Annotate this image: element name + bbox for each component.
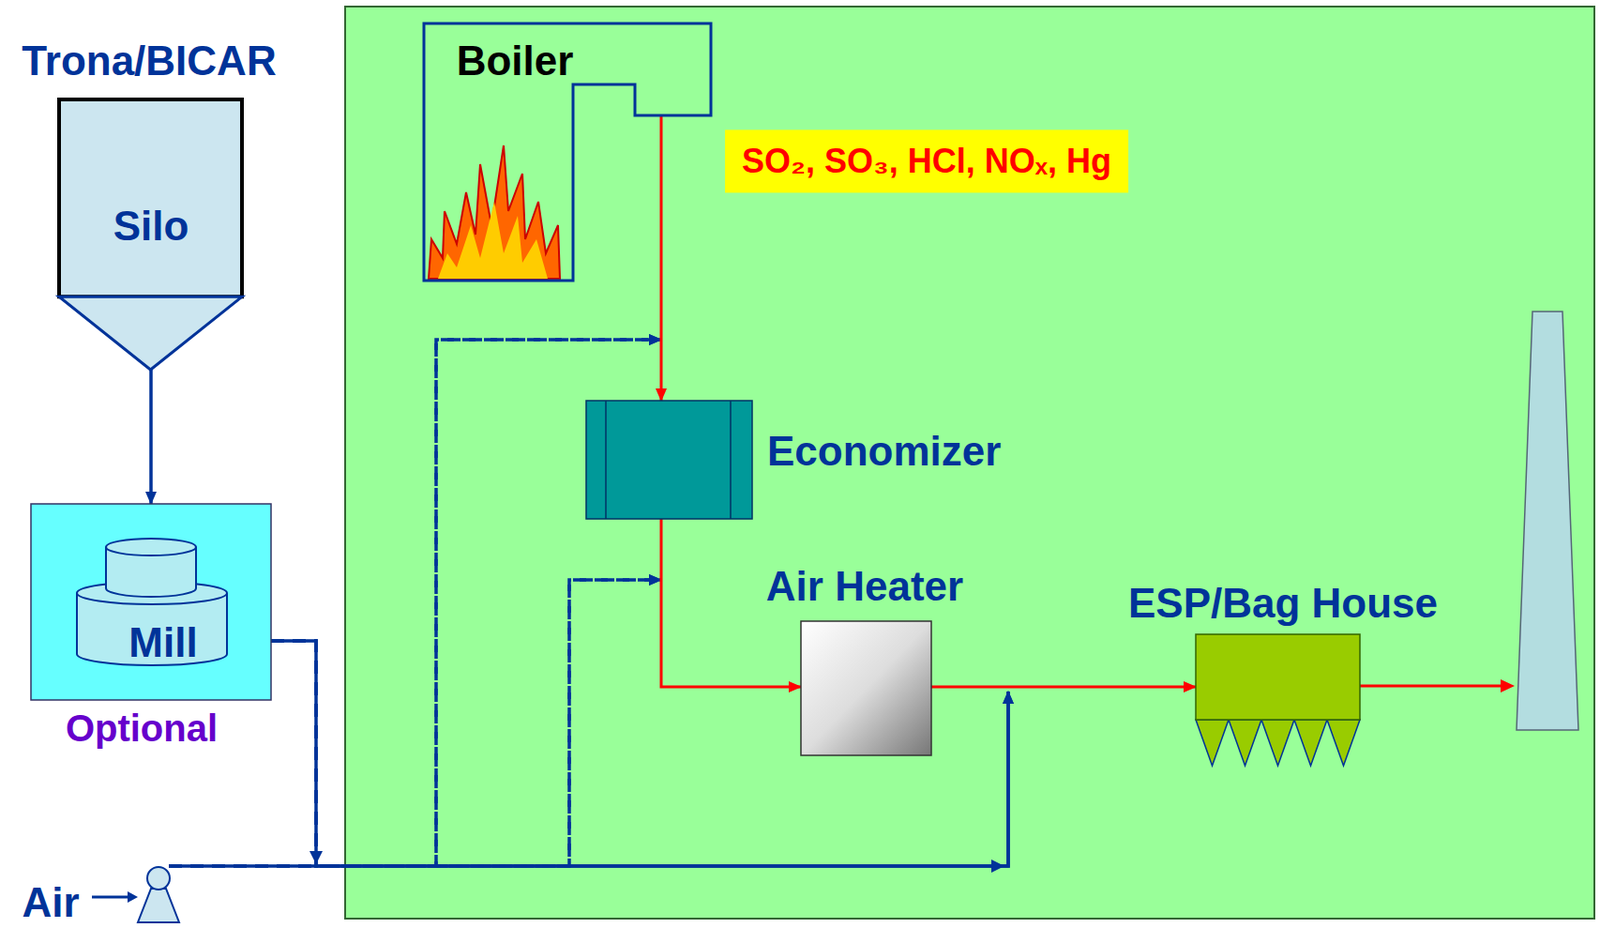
plant-region: [345, 6, 1595, 919]
sorbent-feed-line: [149, 369, 153, 504]
node-sublabel: Optional: [65, 707, 218, 749]
ah-outline: [800, 620, 932, 755]
silo-tank: Trona/BICARSilo: [59, 99, 242, 370]
pollutant-list: SO₂, SO₃, HCl, NOₓ, Hg: [724, 129, 1129, 193]
stack-chimney: [1516, 311, 1579, 730]
mill-outline: [30, 503, 272, 700]
boiler-outline: [423, 23, 711, 281]
economizer-box: Economizer: [586, 400, 753, 519]
node-shape: [30, 503, 272, 700]
esp-outline: [1195, 633, 1360, 766]
air-blower: Air: [137, 865, 180, 924]
mill-drum: [76, 538, 227, 665]
node-shape: [586, 400, 753, 519]
air-inlet-arrow: [91, 890, 138, 903]
silo-outline: [59, 99, 242, 370]
sorbent-feed-line: [271, 579, 662, 866]
mill-box: MillOptional: [30, 503, 272, 700]
node-label: Economizer: [767, 428, 1001, 474]
flue-gas-arrow: [660, 115, 664, 401]
node-label: Mill: [128, 619, 197, 665]
node-shape: [137, 865, 180, 924]
flue-gas-arrow: [931, 685, 1196, 689]
fan-outline: [137, 866, 180, 922]
flue-to-stack-arrow: [1359, 679, 1515, 693]
node-label: Trona/BICAR: [21, 38, 276, 84]
node-shape: [800, 620, 932, 755]
flame-icon: [428, 145, 560, 279]
econ-outline: [586, 400, 753, 519]
node-shape: [1195, 633, 1360, 766]
air-heater-box: Air Heater: [800, 620, 932, 755]
node-sublabel: Silo: [113, 203, 190, 249]
node-label: Air: [21, 879, 79, 925]
node-label: Boiler: [456, 38, 574, 84]
precipitator-box: ESP/Bag House: [1195, 633, 1360, 766]
boiler-furnace: Boiler: [423, 23, 711, 281]
node-label: ESP/Bag House: [1128, 580, 1438, 626]
node-label: Air Heater: [766, 563, 964, 609]
